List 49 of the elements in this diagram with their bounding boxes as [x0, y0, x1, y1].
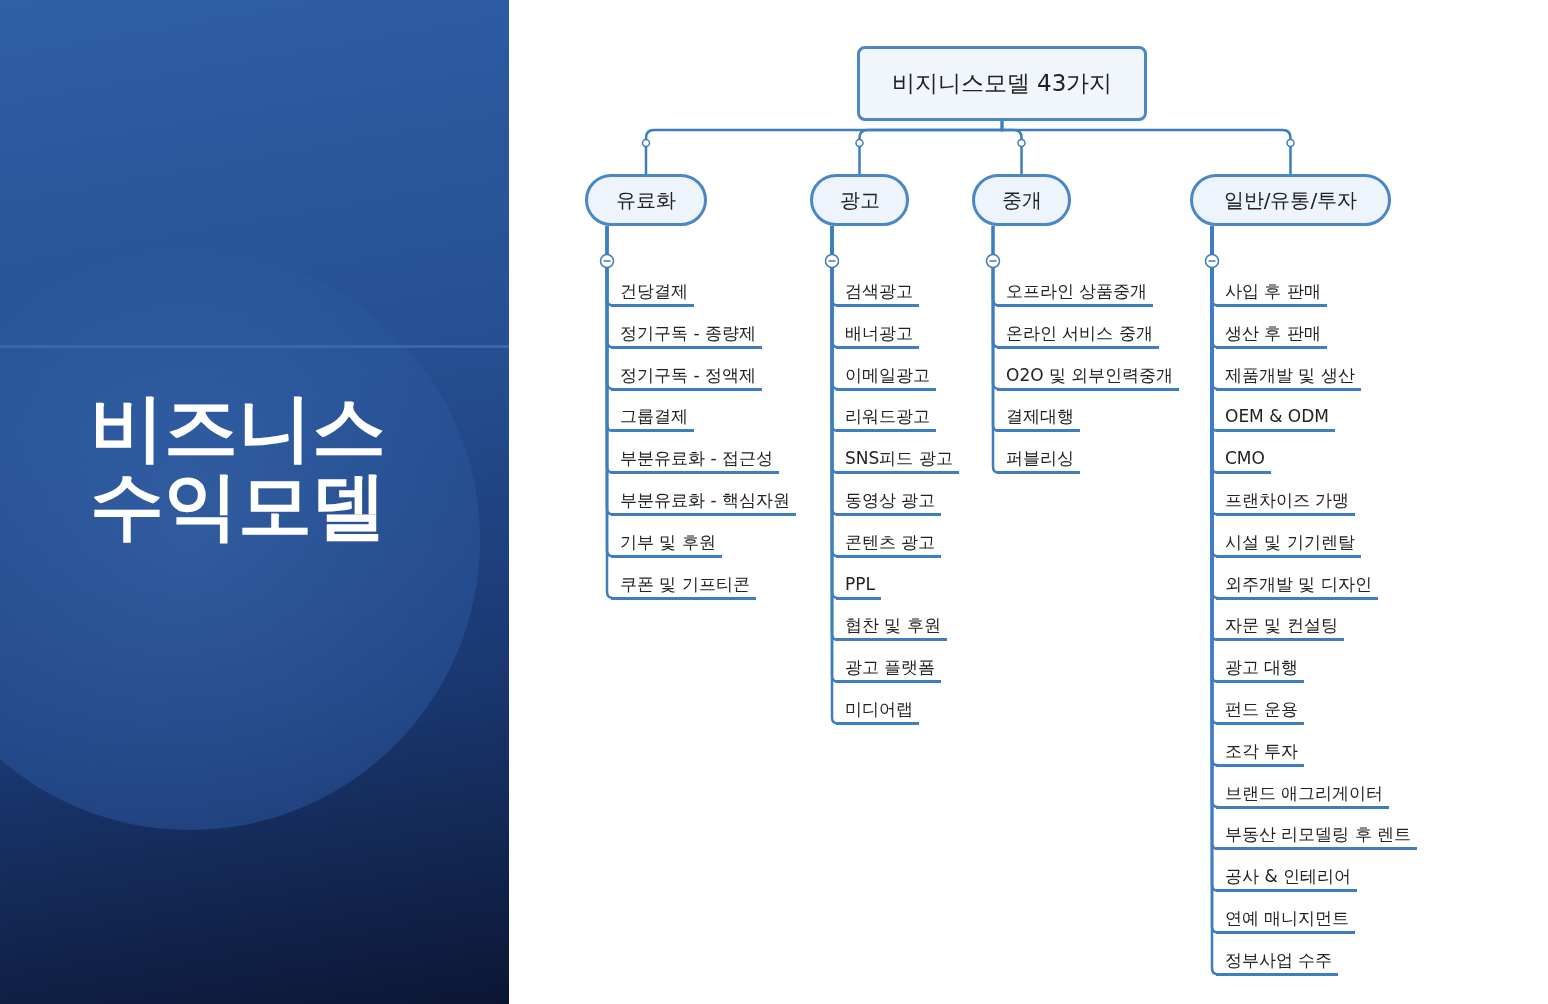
item-label: 동영상 광고 — [836, 488, 942, 516]
item-label: 건당결제 — [611, 279, 694, 307]
item-label: 결제대행 — [997, 404, 1080, 433]
item-label: 쿠폰 및 기프티콘 — [611, 571, 756, 600]
item-label: 배너광고 — [836, 320, 919, 349]
item-label: 정기구독 - 정액제 — [611, 362, 762, 391]
item-label: 시설 및 기기렌탈 — [1216, 529, 1361, 558]
item-label: O2O 및 외부인력중개 — [997, 362, 1180, 391]
item-label: 이메일광고 — [836, 362, 936, 391]
item-label: OEM & ODM — [1216, 404, 1335, 433]
item-label: 광고 대행 — [1216, 655, 1305, 684]
item-label: 생산 후 판매 — [1216, 320, 1327, 349]
item-label: 정기구독 - 종량제 — [611, 320, 762, 349]
item-label: 검색광고 — [836, 279, 919, 307]
item-label: 오프라인 상품중개 — [997, 279, 1154, 307]
item-label: 조각 투자 — [1216, 738, 1305, 767]
item-label: 제품개발 및 생산 — [1216, 362, 1361, 391]
item-label: 프랜차이즈 가맹 — [1216, 488, 1356, 516]
item-label: 그룹결제 — [611, 404, 694, 433]
item-label: 기부 및 후원 — [611, 529, 722, 558]
item-label: 협찬 및 후원 — [836, 613, 947, 642]
item-label: 외주개발 및 디자인 — [1216, 571, 1378, 600]
item-label: 연예 매니지먼트 — [1216, 906, 1356, 934]
item-label: 부분유료화 - 접근성 — [611, 446, 779, 475]
item-label: 광고 플랫폼 — [836, 655, 942, 684]
category-box: 일반/유통/투자 — [1190, 174, 1391, 226]
connector-line — [1000, 121, 1292, 174]
item-label: 부분유료화 - 핵심자원 — [611, 488, 796, 516]
item-label: 사입 후 판매 — [1216, 279, 1327, 307]
category-box: 광고 — [810, 174, 909, 226]
connector-line — [991, 226, 1000, 474]
item-label: SNS피드 광고 — [836, 446, 959, 475]
item-label: 브랜드 애그리게이터 — [1216, 780, 1390, 809]
item-label: 퍼블리싱 — [997, 446, 1080, 475]
item-label: 미디어랩 — [836, 697, 919, 725]
item-label: 정부사업 수주 — [1216, 947, 1339, 976]
category-box: 유료화 — [585, 174, 707, 226]
item-label: 펀드 운용 — [1216, 697, 1305, 725]
category-box: 중개 — [972, 174, 1071, 226]
item-label: 온라인 서비스 중개 — [997, 320, 1159, 349]
item-label: 공사 & 인테리어 — [1216, 864, 1358, 893]
item-label: CMO — [1216, 446, 1271, 475]
item-label: 콘텐츠 광고 — [836, 529, 942, 558]
item-label: 자문 및 컨설팅 — [1216, 613, 1344, 642]
item-label: 리워드광고 — [836, 404, 936, 433]
root-box: 비지니스모델 43가지 — [857, 46, 1147, 121]
item-label: 부동산 리모델링 후 렌트 — [1216, 822, 1418, 851]
item-label: PPL — [836, 571, 881, 600]
title: 비즈니스 수익모델 — [90, 388, 387, 544]
